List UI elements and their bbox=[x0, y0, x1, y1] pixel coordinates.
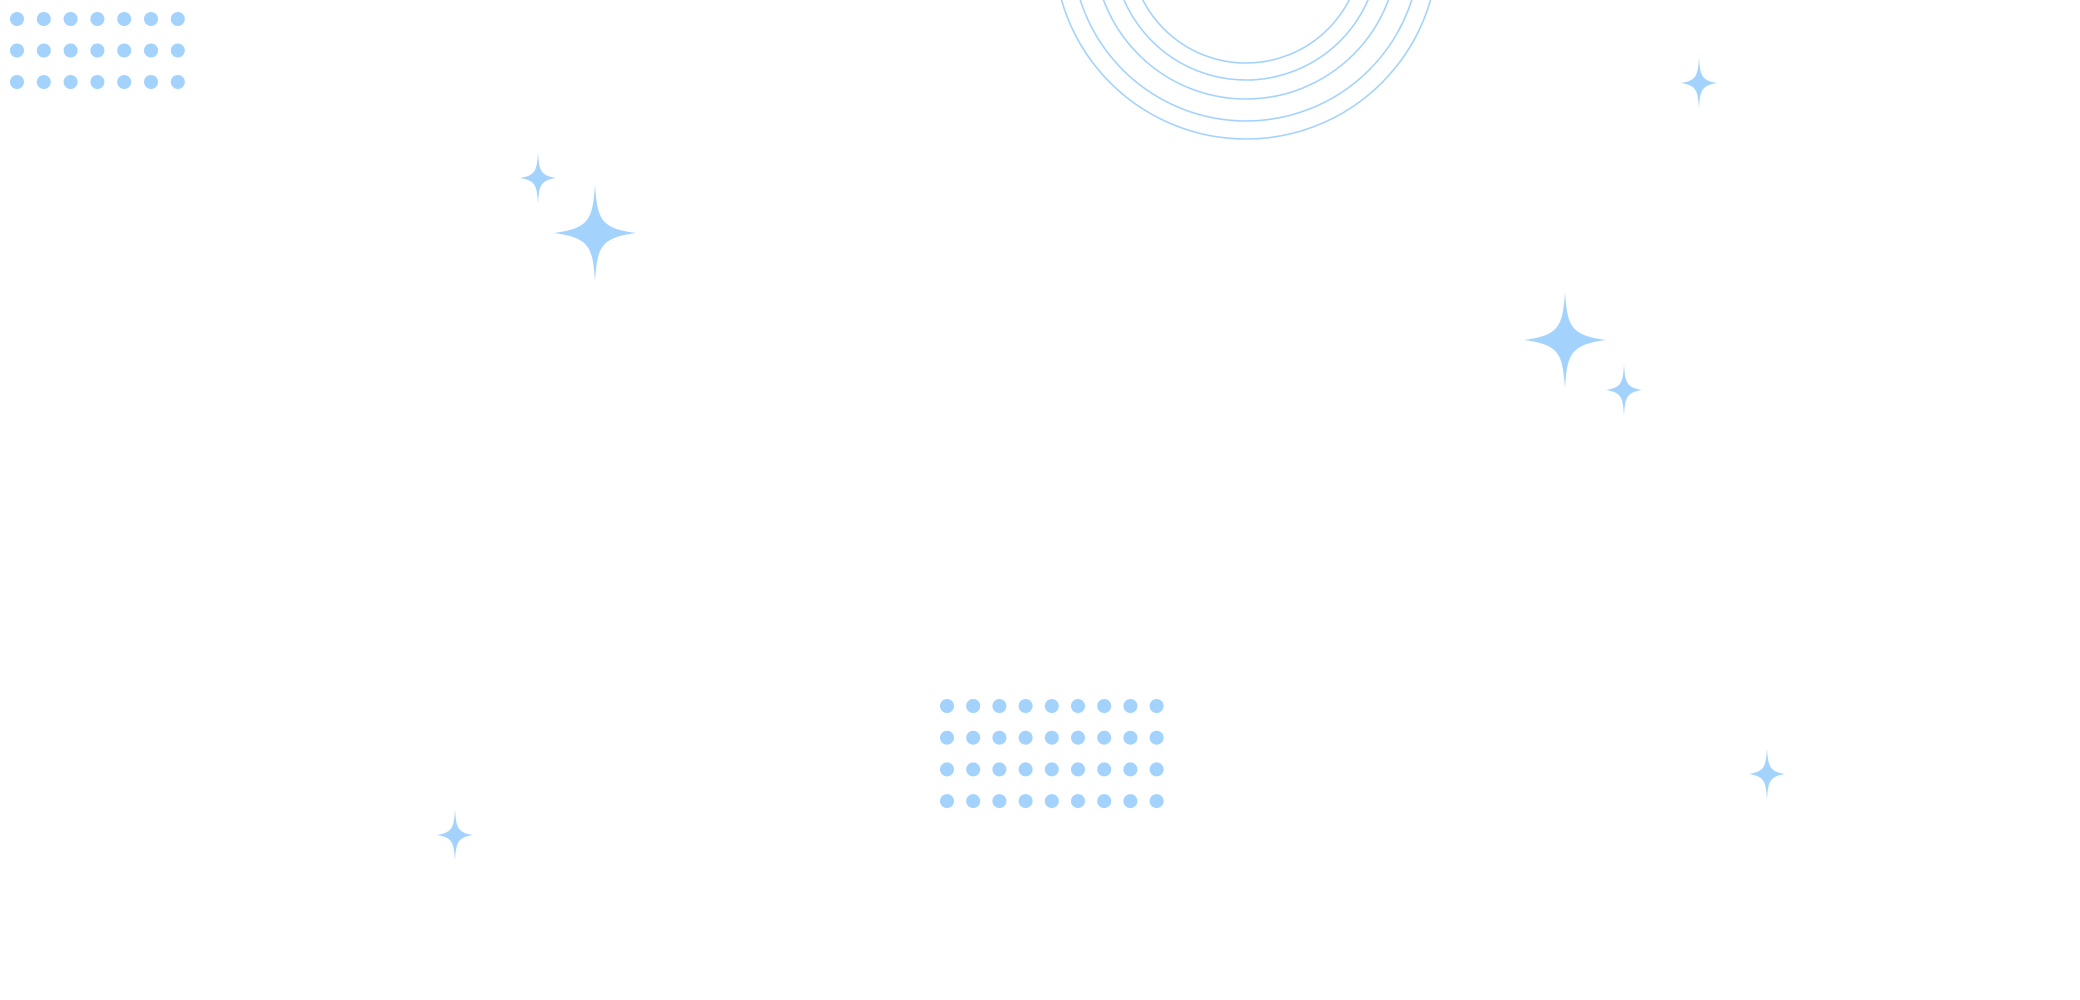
dot bbox=[1044, 762, 1059, 777]
dot bbox=[170, 43, 185, 58]
dot bbox=[1097, 699, 1112, 713]
dot bbox=[10, 43, 24, 58]
dot bbox=[90, 75, 105, 89]
dot bbox=[1123, 794, 1138, 809]
dot bbox=[1044, 730, 1059, 745]
dot bbox=[170, 75, 185, 89]
dot bbox=[117, 75, 132, 89]
dot bbox=[1097, 762, 1112, 777]
dot bbox=[1018, 762, 1033, 777]
dot bbox=[170, 12, 185, 26]
dot bbox=[90, 12, 105, 26]
dot bbox=[1018, 794, 1033, 809]
dot bbox=[940, 699, 954, 713]
dot bbox=[36, 12, 51, 26]
dot bbox=[1149, 730, 1164, 745]
dot bbox=[966, 730, 981, 745]
sparkle-icon bbox=[437, 809, 473, 861]
dot bbox=[10, 75, 24, 89]
dot bbox=[966, 762, 981, 777]
dot bbox=[940, 730, 954, 745]
dot bbox=[992, 730, 1007, 745]
dot-grid-top-left bbox=[10, 12, 185, 89]
dot bbox=[10, 12, 24, 26]
arc-ring bbox=[1079, 0, 1413, 122]
dot bbox=[1149, 762, 1164, 777]
dot bbox=[1071, 730, 1085, 745]
sparkles bbox=[437, 57, 1785, 861]
sparkle-icon bbox=[1749, 748, 1785, 800]
dot bbox=[1071, 699, 1085, 713]
dot bbox=[940, 762, 954, 777]
dot bbox=[144, 12, 158, 26]
concentric-arcs bbox=[1060, 0, 1432, 140]
dot bbox=[1044, 794, 1059, 809]
dot bbox=[36, 75, 51, 89]
dot bbox=[117, 12, 132, 26]
dot bbox=[90, 43, 105, 58]
sparkle-icon bbox=[520, 152, 556, 204]
dot bbox=[117, 43, 132, 58]
dot bbox=[1123, 730, 1138, 745]
dot bbox=[1018, 730, 1033, 745]
dot bbox=[1018, 699, 1033, 713]
dot bbox=[992, 762, 1007, 777]
dot bbox=[144, 75, 158, 89]
dot bbox=[144, 43, 158, 58]
dot bbox=[992, 794, 1007, 809]
dot bbox=[1097, 730, 1112, 745]
dot bbox=[1123, 762, 1138, 777]
dot bbox=[63, 75, 78, 89]
dot bbox=[1123, 699, 1138, 713]
sparkle-icon bbox=[1681, 57, 1717, 109]
dot bbox=[992, 699, 1007, 713]
dot bbox=[1149, 699, 1164, 713]
dot bbox=[1071, 794, 1085, 809]
dot bbox=[1044, 699, 1059, 713]
dot bbox=[63, 43, 78, 58]
dot bbox=[1149, 794, 1164, 809]
dot bbox=[36, 43, 51, 58]
dot bbox=[966, 794, 981, 809]
arc-ring bbox=[1123, 0, 1369, 81]
dot bbox=[1071, 762, 1085, 777]
arc-ring bbox=[1141, 0, 1351, 64]
sparkle-icon bbox=[554, 185, 636, 281]
dot-grid-center bbox=[940, 699, 1164, 809]
sparkle-icon bbox=[1606, 364, 1642, 416]
arc-ring bbox=[1102, 0, 1390, 100]
dot bbox=[63, 12, 78, 26]
arc-ring bbox=[1060, 0, 1432, 140]
sparkle-icon bbox=[1524, 292, 1606, 388]
dot bbox=[1097, 794, 1112, 809]
dot bbox=[966, 699, 981, 713]
dot bbox=[940, 794, 954, 809]
